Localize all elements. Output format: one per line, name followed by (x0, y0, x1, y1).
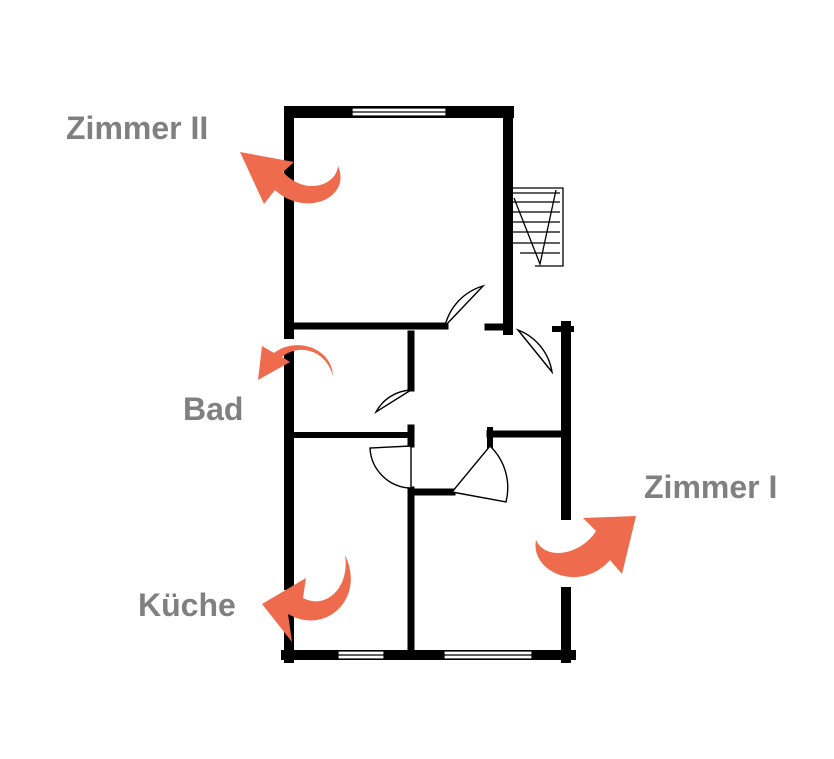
door-zimmer1 (515, 328, 554, 375)
interior-walls (286, 322, 570, 656)
arrow-zimmer2 (240, 152, 341, 204)
room-label-bad: Bad (183, 391, 244, 427)
curved-arrow-icon (240, 152, 636, 642)
room-label-kueche: Küche (138, 587, 236, 623)
window-icon (337, 107, 533, 660)
door-kueche (369, 445, 412, 489)
room-label-zimmer-1: Zimmer I (644, 469, 778, 505)
door-bad (374, 389, 414, 415)
door-zimmer2 (443, 284, 486, 329)
arrow-bad (258, 345, 333, 380)
stairs-icon (509, 187, 564, 267)
door-swing-icon (369, 284, 554, 503)
door-hall (450, 444, 509, 503)
arrow-zimmer1 (535, 516, 636, 578)
room-label-zimmer-2: Zimmer II (66, 110, 209, 146)
arrow-kueche (262, 555, 351, 642)
